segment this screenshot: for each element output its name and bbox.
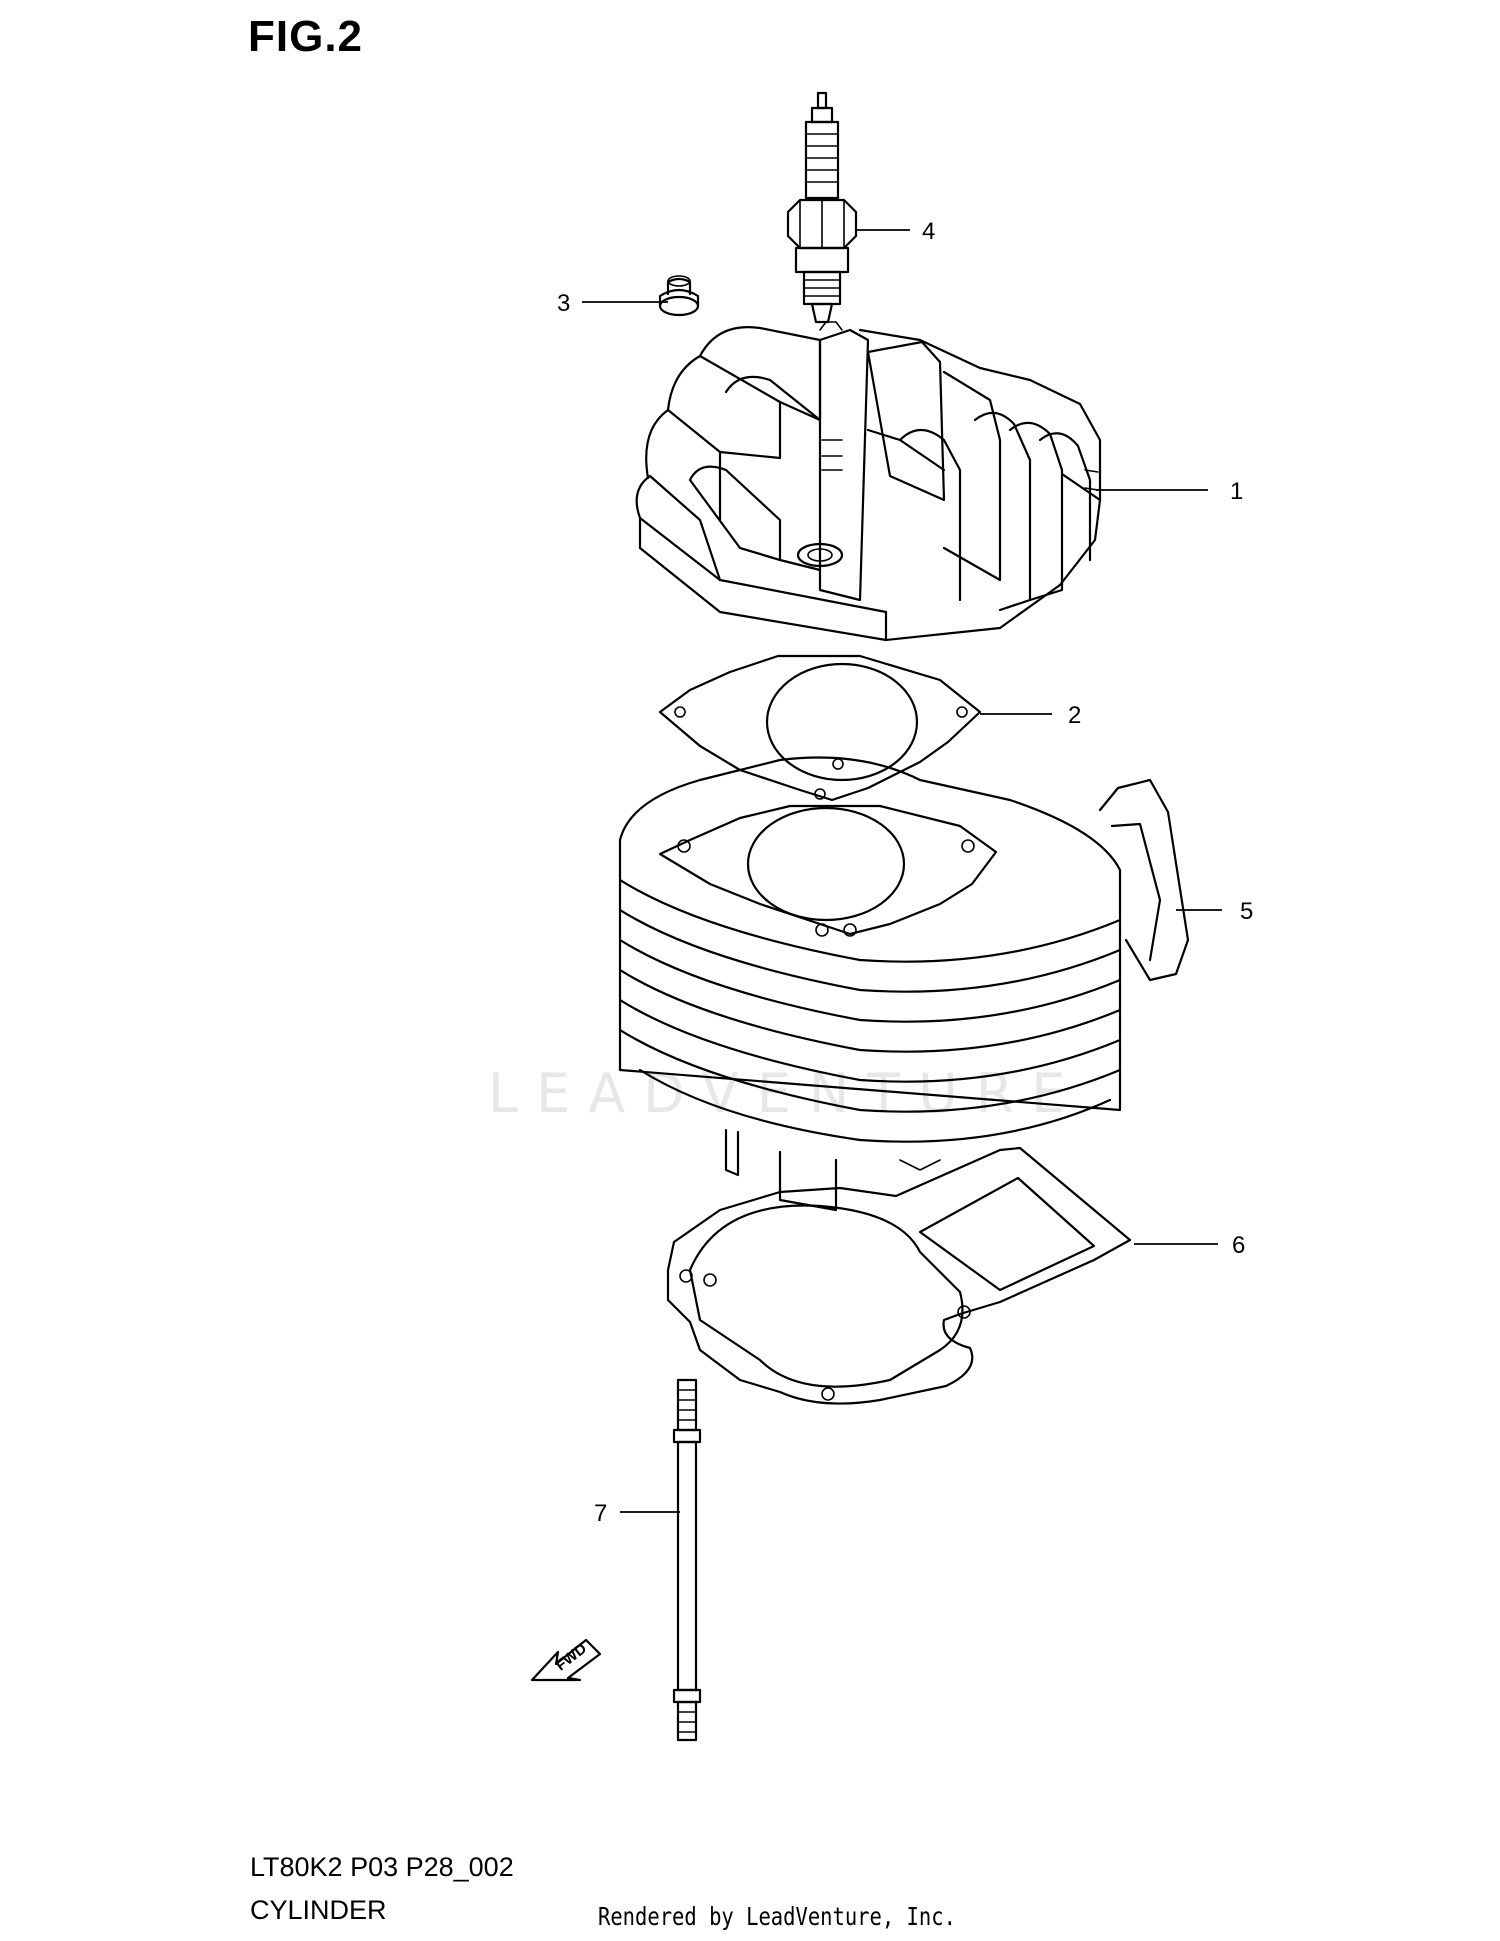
callout-3: 3 [557,290,570,317]
leader-lines [582,229,1222,1513]
callout-1: 1 [1230,478,1243,505]
cylinder-head[interactable] [635,321,1102,642]
base-gasket[interactable] [666,1146,1132,1405]
watermark: LEADVENTURE [488,1062,1084,1125]
diagram-name: CYLINDER [250,1895,387,1925]
callout-4: 4 [922,218,935,245]
diagram-code: LT80K2 P03 P28_002 [250,1852,514,1882]
figure-title: FIG.2 [248,12,364,61]
fwd-label: FWD [553,1640,591,1675]
callout-7: 7 [594,1500,607,1527]
callout-5: 5 [1240,898,1253,925]
stud-bolt[interactable] [672,1378,702,1742]
callout-6: 6 [1232,1232,1245,1259]
forward-direction-arrow: FWD [530,1638,602,1682]
nut[interactable] [658,275,700,317]
cylinder[interactable] [618,756,1190,1212]
spark-plug[interactable] [786,91,858,324]
callout-numbers: 1 2 3 4 5 6 7 [557,218,1253,1527]
rendered-by-credit: Rendered by LeadVenture, Inc. [598,1902,956,1931]
head-gasket[interactable] [658,654,982,802]
callout-2: 2 [1068,702,1081,729]
